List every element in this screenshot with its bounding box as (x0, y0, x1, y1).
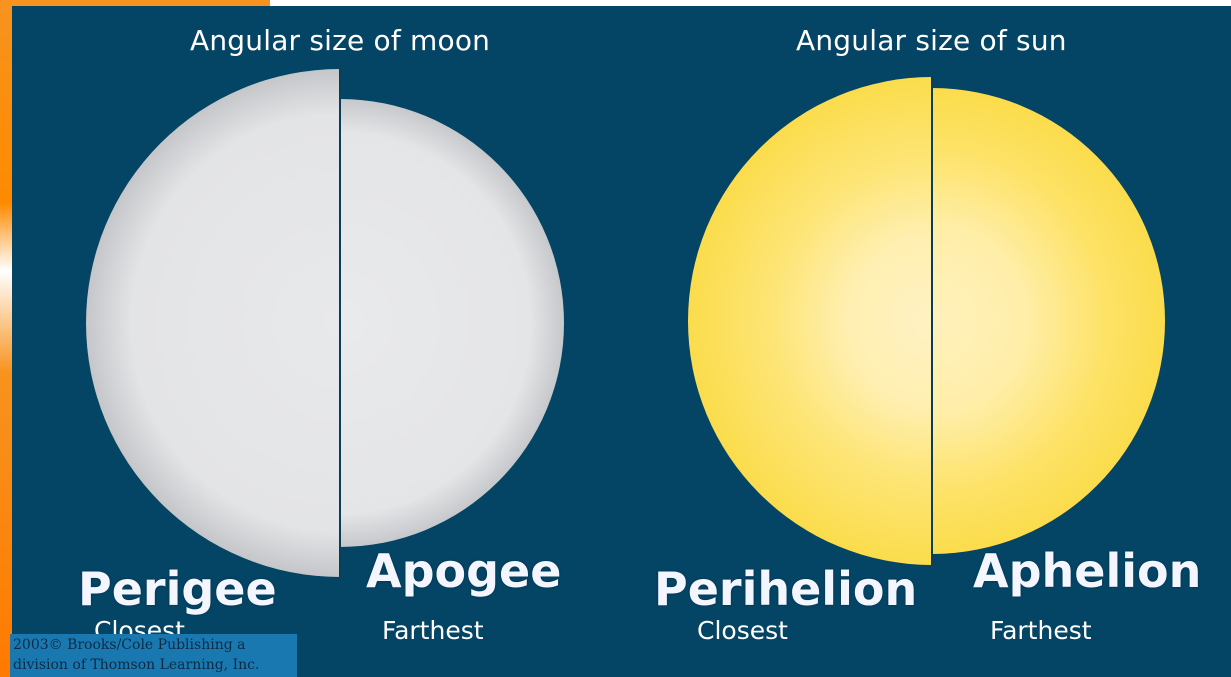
moon-title: Angular size of moon (190, 24, 491, 57)
copyright-notice: 2003© Brooks/Cole Publishing a division … (10, 634, 297, 677)
moon-apogee-half (340, 99, 564, 547)
sun-perihelion-half (688, 77, 932, 565)
aphelion-label: Aphelion (973, 544, 1202, 598)
perihelion-label: Perihelion (654, 562, 918, 616)
perihelion-sub: Closest (697, 616, 788, 645)
sun-aphelion-half (932, 88, 1165, 554)
aphelion-sub: Farthest (990, 616, 1092, 645)
perigee-label: Perigee (78, 562, 277, 616)
copyright-line2: division of Thomson Learning, Inc. (13, 657, 260, 673)
copyright-line1: 2003© Brooks/Cole Publishing a (13, 637, 246, 653)
sun-title: Angular size of sun (796, 24, 1067, 57)
apogee-sub: Farthest (382, 616, 484, 645)
moon-perigee-half (86, 69, 340, 577)
apogee-label: Apogee (366, 544, 562, 598)
